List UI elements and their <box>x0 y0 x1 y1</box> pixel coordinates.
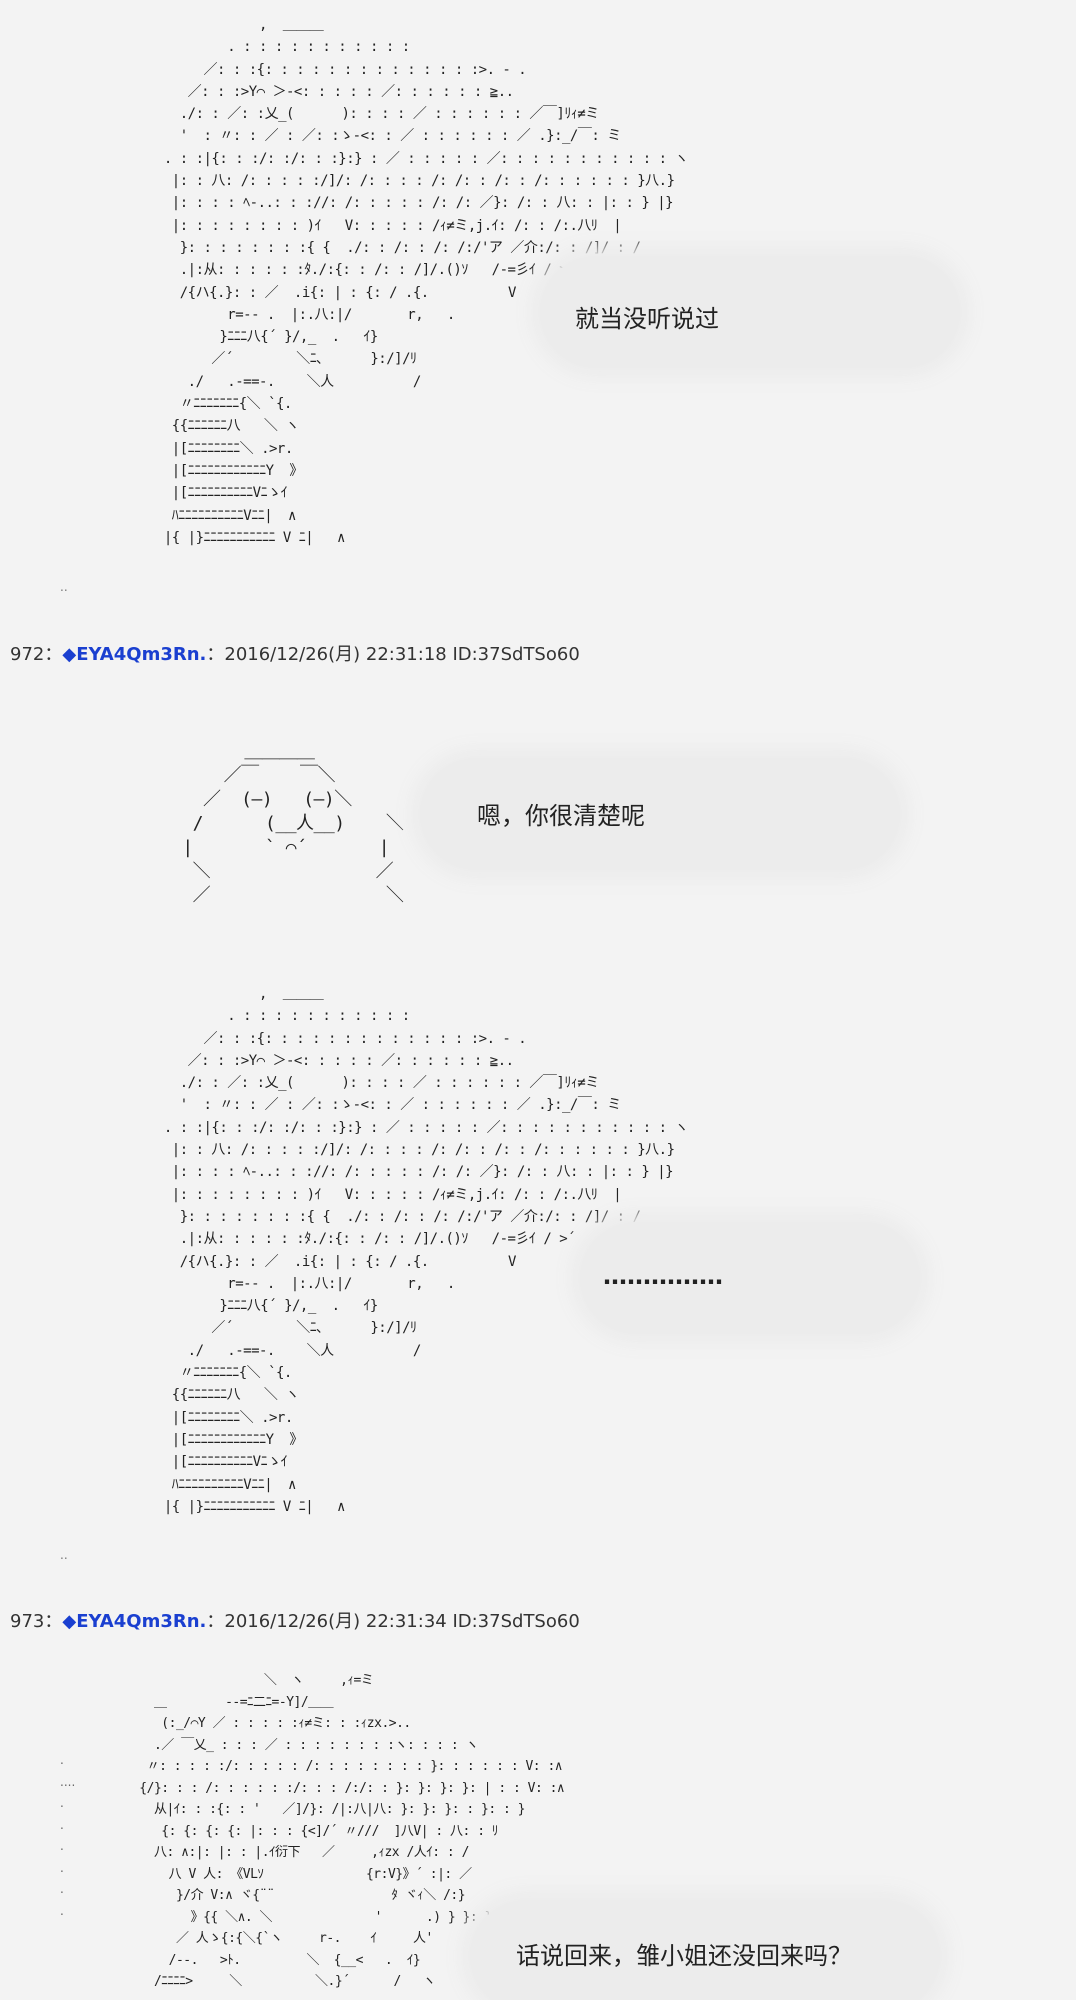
ascii-art-face: ＿＿＿＿ ／￣ ￣＼ ／ (―) (―)＼ / (__人__) ＼ | ` ⌒´… <box>182 741 404 906</box>
speech-bubble-3 <box>580 1222 920 1334</box>
speech-text-2: 嗯，你很清楚呢 <box>477 802 645 830</box>
poster-name-dot: . <box>199 1611 207 1632</box>
speech-bubble-1 <box>540 256 960 368</box>
speech-bubble-4 <box>470 1900 940 2000</box>
speech-bubble-2 <box>420 758 900 870</box>
post-separator: ： <box>44 1611 63 1632</box>
continuation-marker-1: .. <box>60 580 68 594</box>
poster-name[interactable]: EYA4Qm3Rn <box>76 1611 200 1632</box>
ascii-art-girl-b: ＼ ヽ ,ｨ=ミ ＿ ‐‐=ﾆ二ﾆ=‐Y]/＿＿ (:_/⌒Y ／ : : : … <box>139 1673 565 1989</box>
trip-diamond-icon: ◆ <box>62 1611 77 1632</box>
post-separator: ： <box>44 644 63 665</box>
speech-side-marks: . .... . . . . . . <box>60 1753 76 1918</box>
post-number: 972 <box>10 644 45 665</box>
trip-diamond-icon: ◆ <box>62 644 77 665</box>
speech-text-3: …………… <box>603 1262 723 1290</box>
speech-text-4: 话说回来，雏小姐还没回来吗？ <box>516 1942 852 1970</box>
poster-name-dot: . <box>199 644 207 665</box>
speech-text-1: 就当没听说过 <box>575 305 719 333</box>
poster-name[interactable]: EYA4Qm3Rn <box>76 644 200 665</box>
ascii-art-girl-a-repeat: , ＿＿＿ . : : : : : : : : : : : ／: : :{: :… <box>163 986 689 1515</box>
post-datetime-id: ：2016/12/26(月) 22:31:34 ID:37SdTSo60 <box>206 1611 580 1632</box>
post-header-972: 972：◆EYA4Qm3Rn.：2016/12/26(月) 22:31:18 I… <box>10 640 580 666</box>
ascii-art-girl-a: , ＿＿＿ . : : : : : : : : : : : ／: : :{: :… <box>163 17 689 546</box>
post-number: 973 <box>10 1611 45 1632</box>
post-datetime-id: ：2016/12/26(月) 22:31:18 ID:37SdTSo60 <box>206 644 580 665</box>
post-header-973: 973：◆EYA4Qm3Rn.：2016/12/26(月) 22:31:34 I… <box>10 1607 580 1633</box>
continuation-marker-2: .. <box>60 1548 68 1562</box>
